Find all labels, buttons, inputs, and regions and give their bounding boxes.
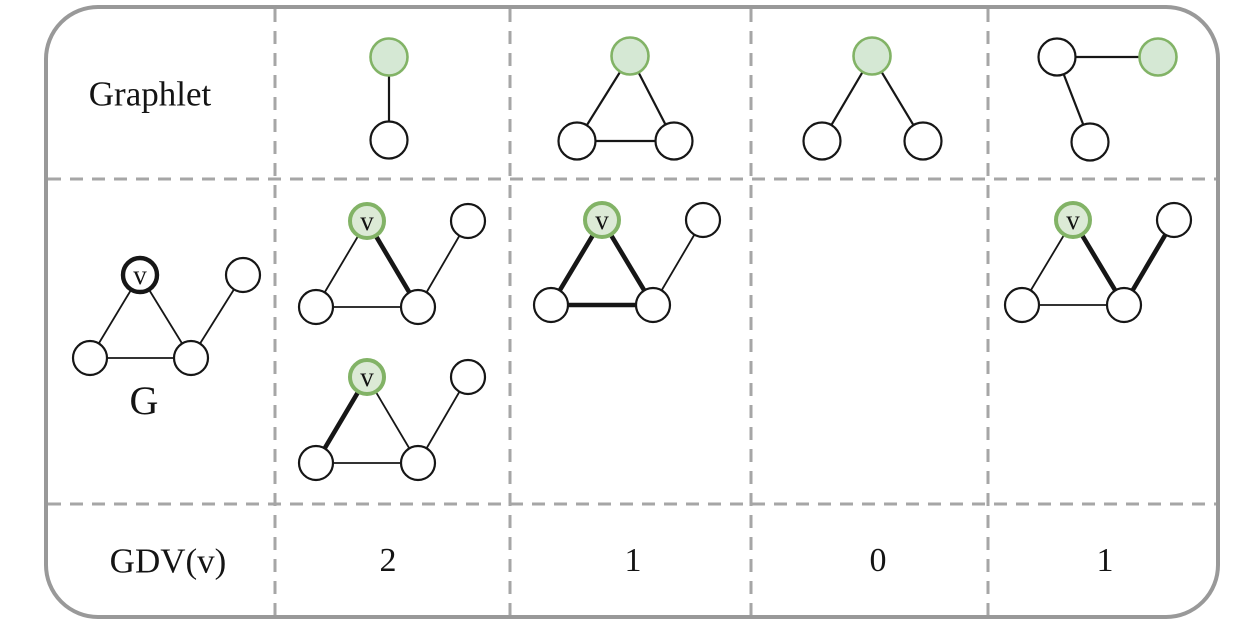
vertex-v-node-highlighted [348, 202, 386, 240]
graph-node [684, 201, 722, 239]
path-graphlet-icon [1037, 37, 1178, 162]
plain-node [903, 121, 943, 161]
triangle-graphlet-icon [557, 36, 694, 161]
gdv-value-triangle: 1 [624, 542, 642, 579]
vertex-v-label: v [1066, 205, 1080, 235]
graph-node [297, 444, 335, 482]
gdv-value-path: 1 [1096, 542, 1114, 579]
graph-node [297, 288, 335, 326]
plain-node [369, 120, 409, 160]
graph-node [449, 358, 487, 396]
graphlet-row-label: Graphlet [88, 74, 212, 114]
gdv-value-edge: 2 [379, 542, 397, 579]
highlighted-node [369, 37, 409, 77]
graph-node [532, 286, 570, 324]
vertex-v-node-highlighted [583, 201, 621, 239]
edge-graphlet-icon [369, 37, 409, 160]
table-frame-border [44, 5, 1220, 619]
graph-node [1155, 201, 1193, 239]
table-grid-lines [48, 9, 1216, 615]
graph-node [224, 256, 262, 294]
highlighted-node [1138, 37, 1178, 77]
graph-node [449, 202, 487, 240]
edge-embedding-2: v [297, 358, 487, 482]
wedge-graphlet-icon [802, 36, 943, 161]
highlighted-node [610, 36, 650, 76]
path-embedding: v [1003, 201, 1193, 324]
graph-node [1105, 286, 1143, 324]
graph-node [634, 286, 672, 324]
graph-node [399, 444, 437, 482]
graph-node [399, 288, 437, 326]
plain-node [654, 121, 694, 161]
vertex-v-label: v [133, 260, 147, 290]
graph-node [71, 339, 109, 377]
plain-node [1070, 122, 1110, 162]
plain-node [802, 121, 842, 161]
triangle-embedding: v [532, 201, 722, 324]
graph-G: v [71, 255, 262, 377]
gdv-row-label: GDV(v) [109, 541, 227, 581]
plain-node [557, 121, 597, 161]
plain-node [1037, 37, 1077, 77]
graph-node [172, 339, 210, 377]
highlighted-node [852, 36, 892, 76]
graph-G-label: G [129, 378, 159, 423]
vertex-v-label: v [360, 362, 374, 392]
vertex-v-node-highlighted [1054, 201, 1092, 239]
vertex-v-node [120, 255, 160, 295]
vertex-v-node-highlighted [348, 358, 386, 396]
vertex-v-label: v [595, 205, 609, 235]
gdv-value-wedge: 0 [869, 542, 887, 579]
vertex-v-label: v [360, 206, 374, 236]
graph-node [1003, 286, 1041, 324]
edge-embedding-1: v [297, 202, 487, 326]
